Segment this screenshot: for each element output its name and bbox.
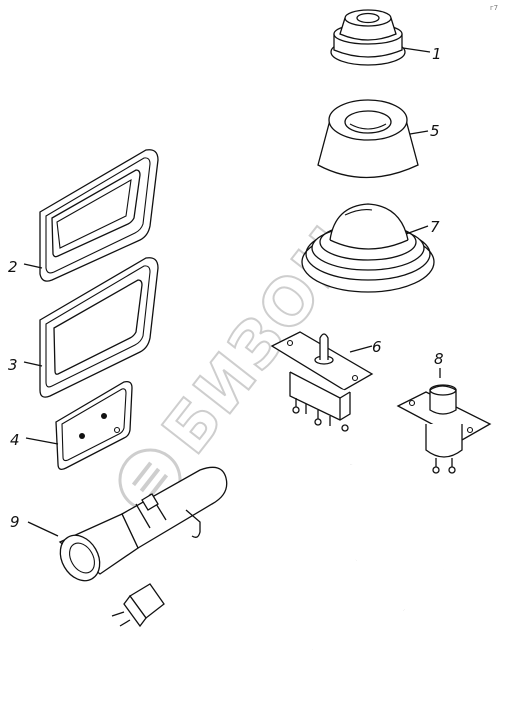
part-label-6: 6 <box>372 338 382 356</box>
rect-gasket-medium-icon <box>23 257 159 398</box>
push-button-switch-icon <box>396 368 492 474</box>
dome-lamp-cover-icon <box>301 203 435 293</box>
part-label-1: 1 <box>432 45 442 63</box>
part-label-4: 4 <box>10 431 20 449</box>
rect-gasket-small-icon <box>25 380 133 470</box>
part-label-3: 3 <box>8 356 18 374</box>
inspection-lamp-icon <box>27 441 447 694</box>
conical-boot-icon <box>317 99 429 179</box>
grommet-cap-icon <box>330 9 431 66</box>
part-label-7: 7 <box>430 218 440 236</box>
part-label-2: 2 <box>8 258 18 276</box>
toggle-switch-icon <box>270 331 374 432</box>
rect-gasket-large-icon <box>23 149 159 282</box>
part-label-8: 8 <box>434 350 444 368</box>
part-label-5: 5 <box>430 122 440 140</box>
part-label-9: 9 <box>10 513 20 531</box>
corner-mark: г7 <box>490 4 498 12</box>
